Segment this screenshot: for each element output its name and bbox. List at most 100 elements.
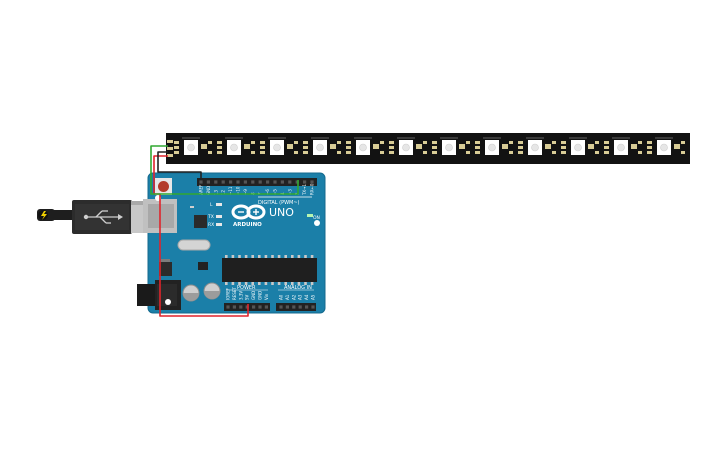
pin-label: 12 xyxy=(221,189,226,195)
atmega-chip-legs xyxy=(225,255,314,285)
pin-hole[interactable] xyxy=(266,180,270,184)
pin-label: 3.3V xyxy=(238,291,243,300)
led-l-label: L xyxy=(210,202,213,208)
pin-hole[interactable] xyxy=(305,305,309,309)
mounting-hole xyxy=(165,299,171,305)
data-wire[interactable] xyxy=(150,145,299,195)
logo-brand-text: ARDUINO xyxy=(233,222,262,228)
usb-interface-chip xyxy=(194,215,207,228)
pin-hole[interactable] xyxy=(229,180,233,184)
pin-label: RX←0 xyxy=(310,183,315,195)
analog-header-label: ANALOG IN xyxy=(284,285,312,291)
led-pixel[interactable] xyxy=(561,137,599,155)
crystal-oscillator xyxy=(177,239,211,251)
led-on-label: ON xyxy=(313,215,320,221)
led-tx-label: TX xyxy=(207,214,214,220)
pin-label: ~11 xyxy=(228,186,233,195)
pin-label: GND xyxy=(251,291,256,300)
pin-hole[interactable] xyxy=(273,180,277,184)
pin-label: 5V xyxy=(245,294,250,300)
pin-hole[interactable] xyxy=(279,305,283,309)
pin-label: ~10 xyxy=(236,186,241,195)
wires xyxy=(150,145,299,317)
led-tx xyxy=(216,215,222,218)
logo-symbols xyxy=(238,209,259,215)
usb-cable-body xyxy=(53,210,75,220)
pin-hole[interactable] xyxy=(310,180,314,184)
pin-hole[interactable] xyxy=(311,305,315,309)
power-header-label: POWER xyxy=(237,285,256,291)
led-pixel[interactable] xyxy=(346,137,384,155)
pin-label: GND xyxy=(206,186,211,195)
pin-label: ~6 xyxy=(265,189,270,195)
pin-label: A2 xyxy=(291,294,296,300)
pin-hole[interactable] xyxy=(236,180,240,184)
pin-hole[interactable] xyxy=(232,305,236,309)
usb-lightning-icon xyxy=(41,211,47,220)
gnd-wire[interactable] xyxy=(157,151,202,180)
pin-hole[interactable] xyxy=(251,180,255,184)
usb-symbol-icon xyxy=(88,210,118,224)
neopixel-strip[interactable] xyxy=(166,133,690,164)
led-pixel[interactable] xyxy=(432,137,470,155)
pin-label: A3 xyxy=(298,294,303,300)
led-pixel[interactable] xyxy=(647,137,685,155)
pin-hole[interactable] xyxy=(199,180,203,184)
pin-label: TX→1 xyxy=(302,183,307,196)
analog-header xyxy=(276,303,316,311)
led-pixel[interactable] xyxy=(389,137,427,155)
pin-label: AREF xyxy=(199,184,204,195)
led-pixel[interactable] xyxy=(217,137,255,155)
pin-label: 13 xyxy=(213,189,218,195)
arduino-logo-icon xyxy=(231,204,266,220)
pin-label: A1 xyxy=(285,294,290,300)
led-pixel[interactable] xyxy=(475,137,513,155)
capacitor xyxy=(182,284,200,302)
pin-hole[interactable] xyxy=(252,305,256,309)
pin-hole[interactable] xyxy=(258,305,262,309)
pin-label: A5 xyxy=(311,294,316,300)
pin-hole[interactable] xyxy=(206,180,210,184)
pin-label: A0 xyxy=(279,294,284,300)
strip-body xyxy=(166,133,690,164)
led-pixel[interactable] xyxy=(518,137,556,155)
reset-button[interactable] xyxy=(155,178,172,195)
digital-header xyxy=(197,178,317,186)
pin-hole[interactable] xyxy=(221,180,225,184)
led-pixel[interactable] xyxy=(303,137,341,155)
pin-hole[interactable] xyxy=(243,180,247,184)
pin-hole[interactable] xyxy=(226,305,230,309)
dc-power-jack[interactable] xyxy=(137,280,181,310)
voltage-regulator xyxy=(159,262,172,276)
pin-label: IOREF xyxy=(226,287,231,300)
logo-model-text: UNO xyxy=(269,206,294,219)
pin-hole[interactable] xyxy=(214,180,218,184)
icsp-header xyxy=(198,262,208,270)
usb-socket-inner xyxy=(148,204,174,228)
mounting-hole xyxy=(314,220,320,226)
pin-label: ~5 xyxy=(273,189,278,195)
pin-label: ~3 xyxy=(287,189,292,195)
strip-input-connector xyxy=(167,140,173,157)
capacitor xyxy=(203,282,221,300)
led-rx xyxy=(216,223,222,226)
digital-header-label: DIGITAL (PWM~) xyxy=(258,200,300,206)
pin-hole[interactable] xyxy=(292,305,296,309)
led-pixel[interactable] xyxy=(260,137,298,155)
pin-label: A4 xyxy=(304,294,309,300)
pin-hole[interactable] xyxy=(288,180,292,184)
strip-pixels xyxy=(174,137,685,155)
pin-hole[interactable] xyxy=(298,305,302,309)
led-pixel[interactable] xyxy=(174,137,212,155)
pin-hole[interactable] xyxy=(303,180,307,184)
pin-hole[interactable] xyxy=(285,305,289,309)
pin-hole[interactable] xyxy=(264,305,268,309)
board-pcb-edge xyxy=(147,172,326,314)
pin-hole[interactable] xyxy=(258,180,262,184)
pin-hole[interactable] xyxy=(280,180,284,184)
led-pixel[interactable] xyxy=(604,137,642,155)
pin-hole[interactable] xyxy=(239,305,243,309)
